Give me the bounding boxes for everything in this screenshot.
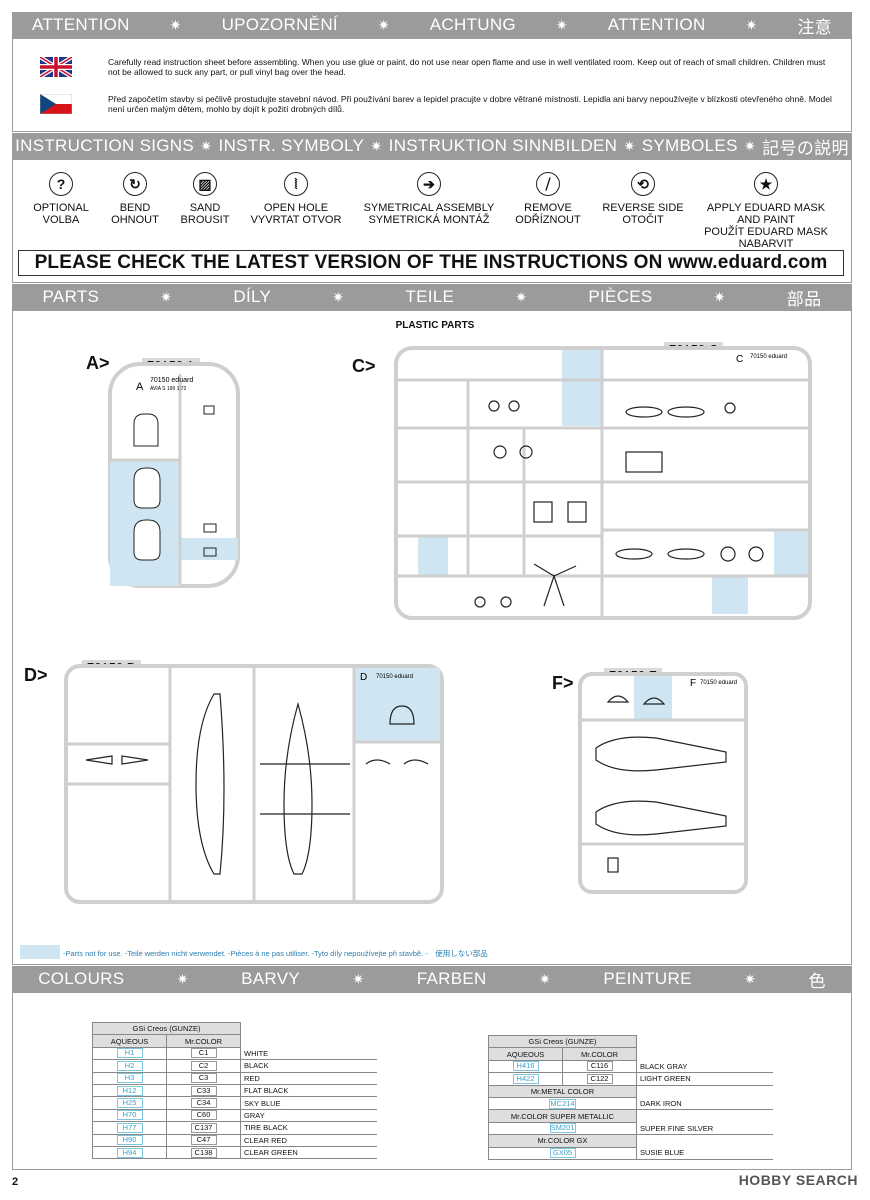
colours-band: COLOURS✷ BARVY✷ FARBEN✷ PEINTURE✷ 色: [12, 966, 852, 992]
sprue-f-diagram: 70150 eduard F: [578, 672, 748, 894]
metal-header: Mr.METAL COLOR: [488, 1084, 637, 1098]
attention-band: ATTENTION✷ UPOZORNĚNÍ✷ ACHTUNG✷ ATTENTIO…: [12, 12, 852, 38]
check-latest-banner: PLEASE CHECK THE LATEST VERSION OF THE I…: [18, 250, 844, 276]
sprue-a-tag: 70150 eduard: [150, 377, 193, 384]
sprue-f-label: F>: [552, 673, 574, 693]
colours-fr: PEINTURE: [603, 969, 692, 988]
mrcolor-header: Mr.COLOR: [166, 1034, 241, 1048]
watermark: HOBBY SEARCH: [738, 1172, 858, 1188]
colours-en: COLOURS: [38, 969, 125, 988]
question-icon: ?: [49, 172, 73, 196]
aqueous-header: AQUEOUS: [488, 1047, 563, 1061]
colours-de: FARBEN: [416, 969, 487, 988]
signs-cz: INSTR. SYMBOLY: [218, 136, 365, 155]
parts-fr: PIÈCES: [588, 287, 653, 306]
signs-de: INSTRUKTION SINNBILDEN: [388, 136, 618, 155]
gx-header: Mr.COLOR GX: [488, 1134, 637, 1148]
drill-icon: ⦚: [284, 172, 308, 196]
mrcolor-header: Mr.COLOR: [562, 1047, 637, 1061]
cz-flag-icon: [40, 94, 72, 114]
not-for-use-legend: -Parts not for use. -Teile werden nicht …: [63, 949, 488, 958]
warning-cz: Před započetím stavby si pečlivě prostud…: [40, 94, 832, 114]
sprue-d-tag-letter: D: [360, 672, 367, 683]
page-number: 2: [12, 1176, 19, 1188]
parts-band: PARTS✷ DÍLY✷ TEILE✷ PIÈCES✷ 部品: [12, 284, 852, 310]
colours-cz: BARVY: [241, 969, 300, 988]
colours-frame: [12, 992, 852, 1170]
sprue-c-tag-letter: C: [736, 354, 743, 365]
signs-en: INSTRUCTION SIGNS: [15, 136, 195, 155]
sprue-f-tag: 70150 eduard: [700, 680, 737, 686]
remove-icon: ⧸: [536, 172, 560, 196]
warning-en-text: Carefully read instruction sheet before …: [108, 57, 826, 77]
sprue-d-tag: 70150 eduard: [376, 674, 413, 680]
sprue-c-tag: 70150 eduard: [750, 354, 787, 360]
sprue-c-diagram: 70150 eduard C: [394, 346, 812, 620]
sprue-a-label: A>: [86, 353, 110, 373]
attention-cz: UPOZORNĚNÍ: [221, 15, 338, 34]
sand-icon: ▨: [193, 172, 217, 196]
parts-frame: [12, 310, 852, 965]
bend-icon: ↻: [123, 172, 147, 196]
super-metallic-header: Mr.COLOR SUPER METALLIC: [488, 1109, 637, 1123]
parts-cz: DÍLY: [233, 287, 272, 306]
warning-cz-text: Před započetím stavby si pečlivě prostud…: [108, 94, 832, 114]
brand-header: GSi Creos (GUNZE): [488, 1034, 637, 1049]
colours-jp: 色: [808, 971, 826, 991]
sprue-d-label: D>: [24, 665, 48, 685]
not-for-use-swatch: [20, 945, 60, 959]
attention-fr: ATTENTION: [607, 15, 706, 34]
aqueous-header: AQUEOUS: [92, 1034, 167, 1048]
warning-en: Carefully read instruction sheet before …: [40, 57, 825, 77]
attention-en: ATTENTION: [31, 15, 130, 34]
sprue-a-tag-letter: A: [136, 381, 144, 393]
attention-frame: [12, 38, 852, 132]
attention-jp: 注意: [797, 17, 832, 37]
parts-de: TEILE: [405, 287, 455, 306]
mask-icon: ★: [754, 172, 778, 196]
parts-jp: 部品: [786, 289, 822, 309]
uk-flag-icon: [40, 57, 72, 77]
sprue-a-tag-sub: AVIA S 199 1:72: [150, 386, 187, 392]
signs-frame: [12, 159, 852, 283]
sprue-a-diagram: 70150 eduard A AVIA S 199 1:72: [108, 362, 240, 588]
parts-en: PARTS: [42, 287, 100, 306]
plastic-parts-title: PLASTIC PARTS: [395, 320, 475, 331]
symmetric-icon: ➔: [417, 172, 441, 196]
attention-de: ACHTUNG: [429, 15, 516, 34]
sprue-d-diagram: 70150 eduard D: [64, 664, 444, 904]
sprue-f-tag-letter: F: [690, 678, 696, 689]
signs-band: INSTRUCTION SIGNS✷ INSTR. SYMBOLY✷ INSTR…: [12, 133, 852, 159]
signs-fr: SYMBOLES: [641, 136, 738, 155]
reverse-icon: ⟲: [631, 172, 655, 196]
brand-header: GSi Creos (GUNZE): [92, 1021, 241, 1036]
signs-jp: 記号の説明: [762, 138, 849, 158]
sprue-c-label: C>: [352, 356, 376, 376]
